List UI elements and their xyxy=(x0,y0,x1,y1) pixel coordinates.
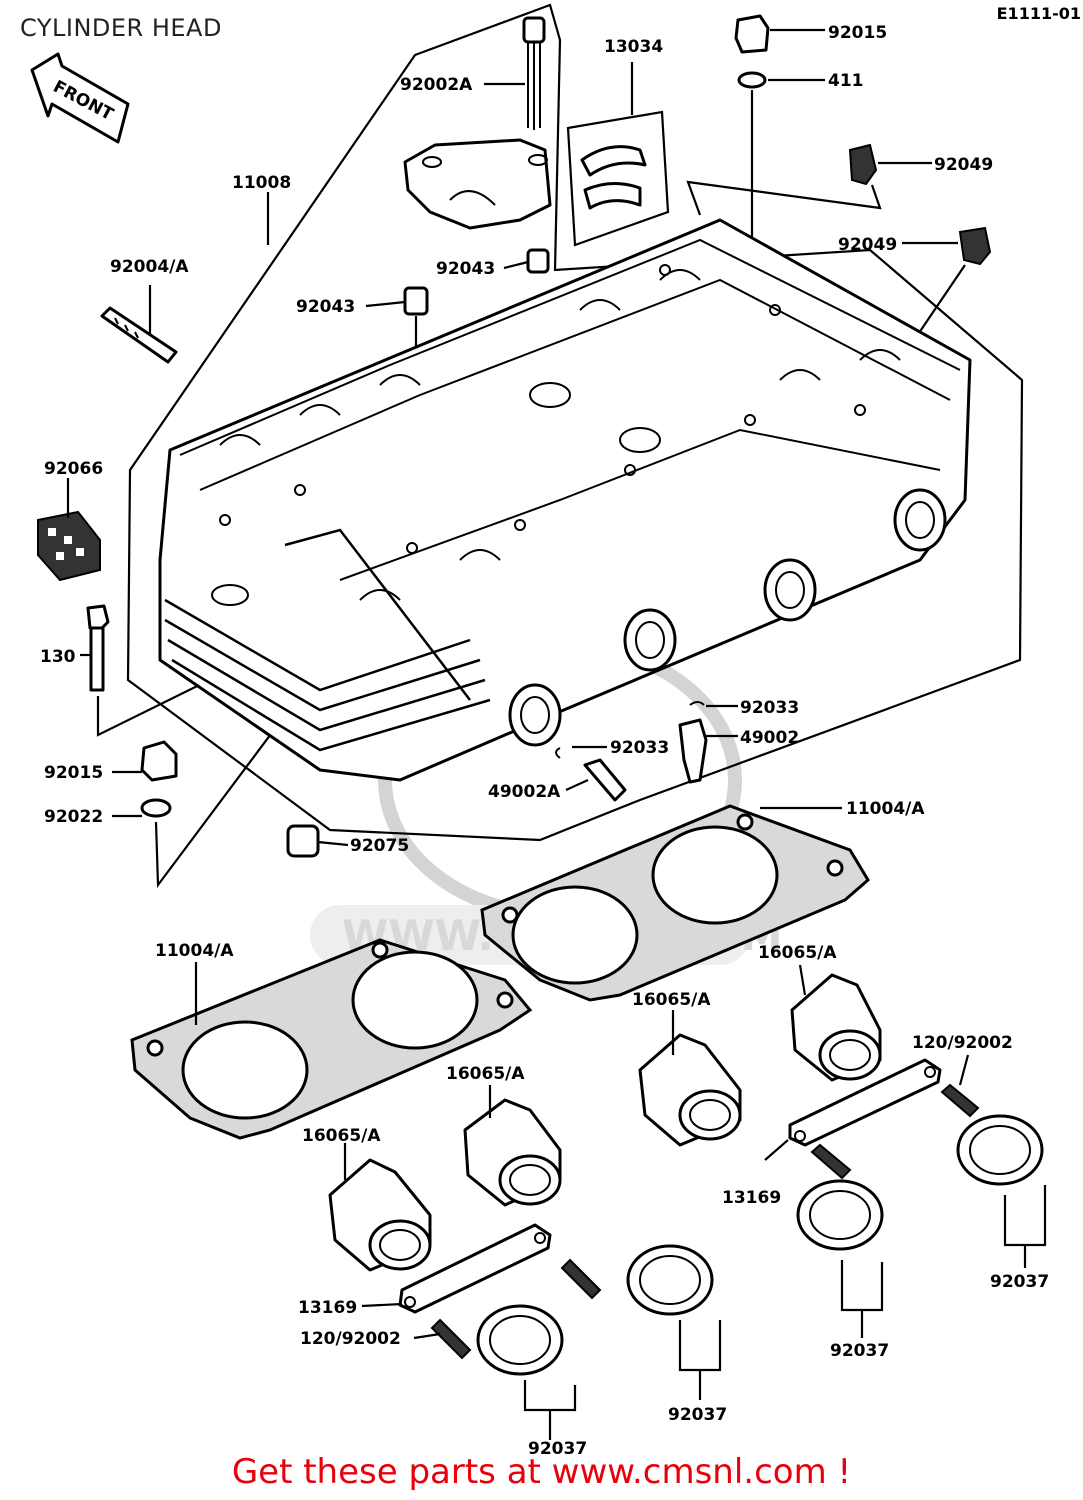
label-16065a-2: 16065/A xyxy=(632,990,711,1010)
carb-holder-16065a-2 xyxy=(463,1098,562,1207)
label-49002a: 49002A xyxy=(488,782,561,802)
label-92043-a: 92043 xyxy=(436,259,495,279)
label-92037-1: 92037 xyxy=(990,1272,1049,1292)
front-arrow-icon: FRONT xyxy=(30,52,130,144)
label-92015-top: 92015 xyxy=(828,23,887,43)
camshaft-cap xyxy=(403,138,552,230)
bolt-92002a-icon xyxy=(522,16,546,130)
label-92066: 92066 xyxy=(44,459,103,479)
label-49002: 49002 xyxy=(740,728,799,748)
label-92049-b: 92049 xyxy=(838,235,897,255)
part-labels: 92002A 13034 92015 411 92049 92049 11008… xyxy=(40,23,1049,1459)
label-92037-3: 92037 xyxy=(668,1405,727,1425)
label-120-92002-right: 120/92002 xyxy=(912,1033,1013,1053)
clamp-92037-4 xyxy=(956,1114,1047,1247)
gasket-11004a-left xyxy=(130,938,533,1140)
clamp-92037-2 xyxy=(626,1244,722,1372)
carb-holder-16065a-4 xyxy=(790,973,882,1082)
diagram-title: CYLINDER HEAD xyxy=(20,14,222,42)
label-92037-4: 92037 xyxy=(528,1439,587,1459)
clamp-plate-13169-right xyxy=(788,1058,942,1147)
label-16065a-1: 16065/A xyxy=(758,943,837,963)
diagram-code: E1111-01 xyxy=(996,4,1081,23)
label-92015-left: 92015 xyxy=(44,763,103,783)
screw-120-92002-icons xyxy=(430,1083,980,1360)
stud-92004a-icon xyxy=(100,306,178,364)
label-11008: 11008 xyxy=(232,173,291,193)
label-120-92002-left: 120/92002 xyxy=(300,1329,401,1349)
dowel-92075-icon xyxy=(286,824,320,858)
clip-92033-icons xyxy=(555,701,705,759)
label-92033-a: 92033 xyxy=(740,698,799,718)
label-16065a-4: 16065/A xyxy=(302,1126,381,1146)
assembly-outline xyxy=(126,3,1024,842)
label-130: 130 xyxy=(40,647,76,667)
label-11004a-left: 11004/A xyxy=(155,941,234,961)
clamp-92037-1 xyxy=(476,1304,577,1412)
label-92033-b: 92033 xyxy=(610,738,669,758)
footer-link-text[interactable]: Get these parts at www.cmsnl.com ! xyxy=(231,1452,852,1492)
label-13169-right: 13169 xyxy=(722,1188,781,1208)
gasket-11004a-right xyxy=(480,804,870,1002)
label-92075: 92075 xyxy=(350,836,409,856)
label-411: 411 xyxy=(828,71,864,91)
label-92043-b: 92043 xyxy=(296,297,355,317)
bearing-13034-box xyxy=(566,62,670,247)
clamp-92037-3 xyxy=(796,1179,884,1312)
label-92022: 92022 xyxy=(44,807,103,827)
label-13034: 13034 xyxy=(604,37,663,57)
label-92049-a: 92049 xyxy=(934,155,993,175)
label-92002a: 92002A xyxy=(400,75,473,95)
carb-holder-16065a-3 xyxy=(638,1033,742,1147)
label-92004a: 92004/A xyxy=(110,257,189,277)
cylinder-head-body xyxy=(158,218,972,782)
label-11004a-right: 11004/A xyxy=(846,799,925,819)
leader-lines xyxy=(66,28,1027,1440)
pipe-49002a-icon xyxy=(583,758,627,802)
label-92037-2: 92037 xyxy=(830,1341,889,1361)
pipe-49002-icon xyxy=(678,718,708,784)
label-13169-left: 13169 xyxy=(298,1298,357,1318)
carb-holder-16065a-1 xyxy=(328,1158,432,1272)
label-16065a-3: 16065/A xyxy=(446,1064,525,1084)
rubber-92066-icon xyxy=(37,510,101,582)
